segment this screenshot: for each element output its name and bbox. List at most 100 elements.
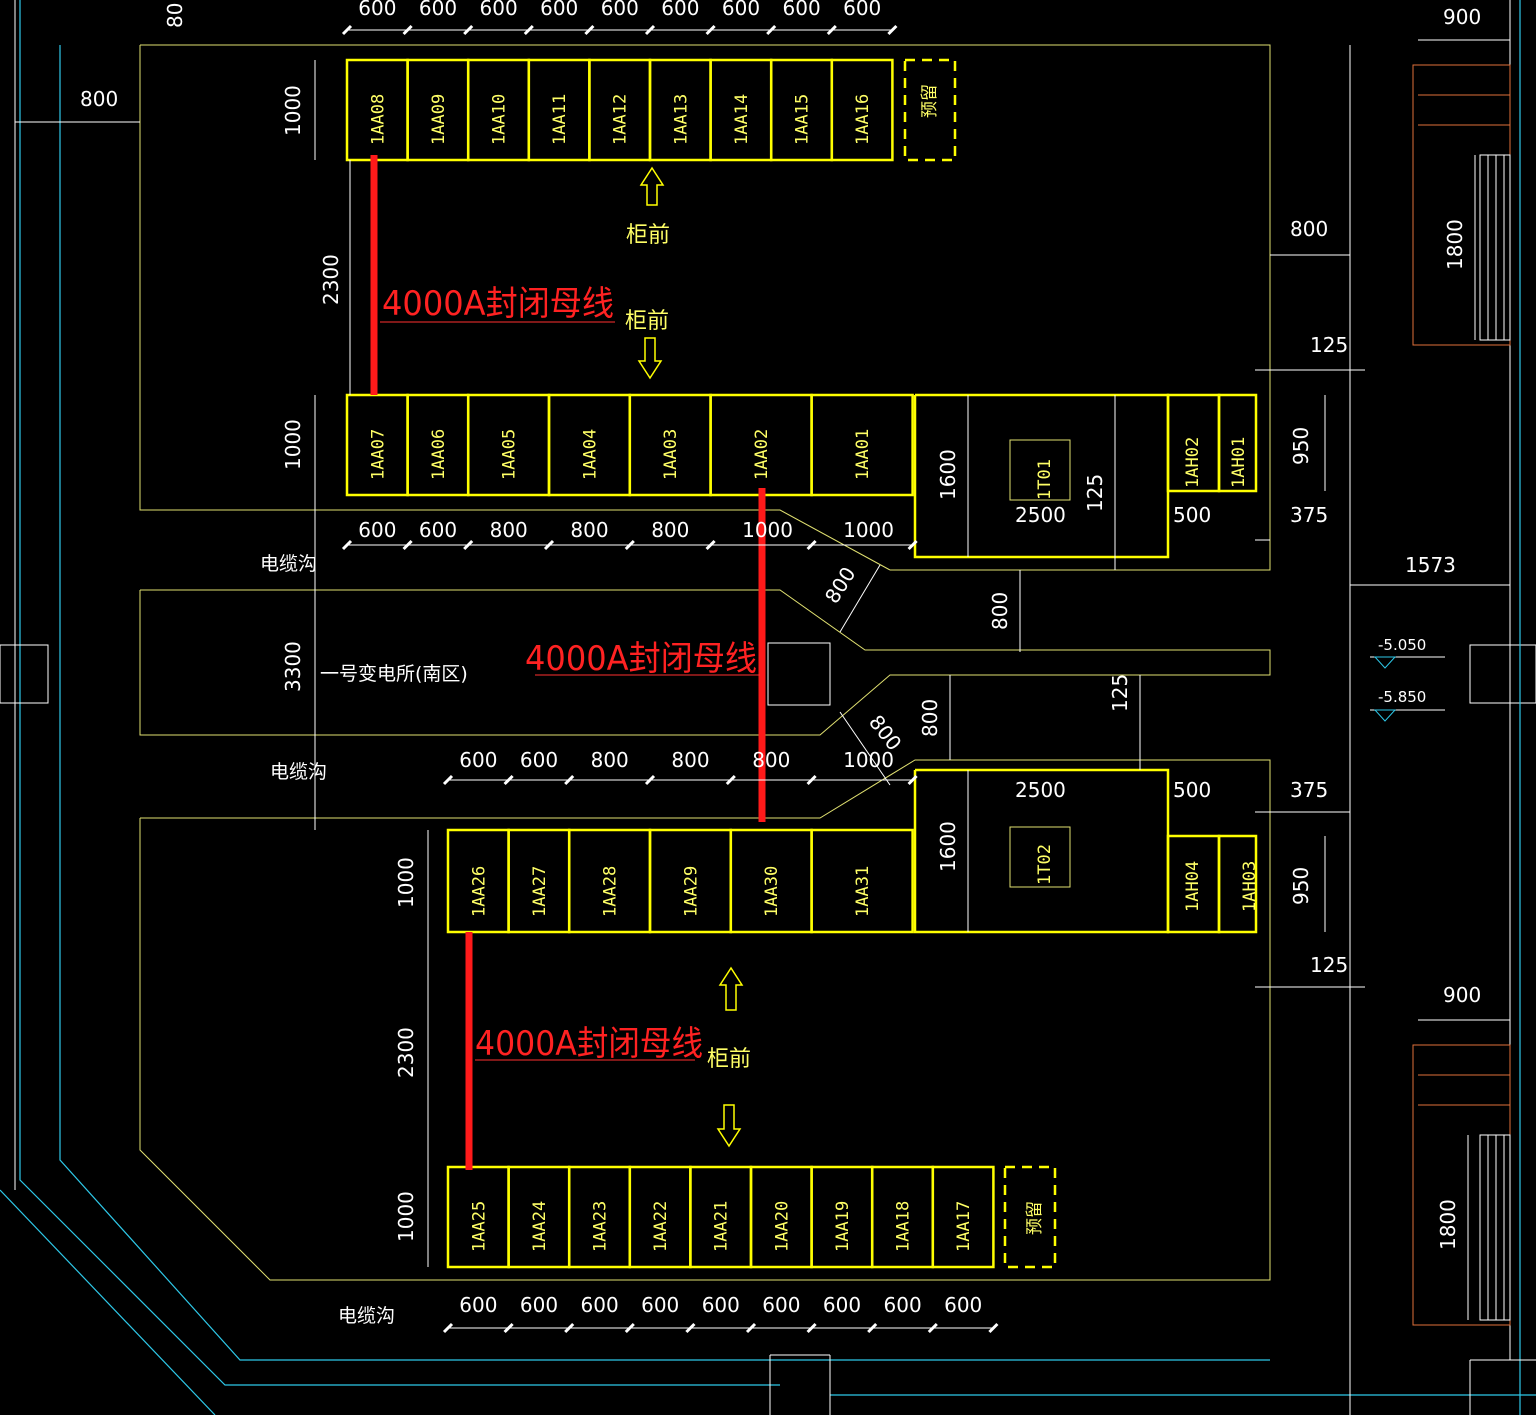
cabinet-label: 1AA24 — [530, 1201, 550, 1252]
dim-width: 600 — [520, 748, 558, 772]
dim-width: 800 — [490, 518, 528, 542]
level-markers: -5.050 -5.850 — [1370, 636, 1445, 722]
dim-tick — [402, 539, 413, 551]
dim-tick — [624, 1322, 635, 1334]
dim-375-a: 375 — [1290, 503, 1328, 527]
cabinet-label: 1AA03 — [661, 429, 681, 480]
ah-cabinets-upper: 1AH02 1AH01 — [1166, 393, 1258, 493]
cabinet-label: 1AA09 — [429, 94, 449, 145]
dim-950-b: 950 — [1289, 867, 1313, 905]
misc-dimensions: 800 80 1000 2300 1000 3300 1000 2300 100… — [15, 3, 1510, 1320]
arrow-down-icon — [716, 1104, 742, 1148]
cabinet-label: 1AA29 — [681, 866, 701, 917]
cabinet-label: 1AA20 — [772, 1201, 792, 1252]
dim-tick — [644, 774, 656, 786]
dim-tick — [806, 539, 817, 551]
dim-tick — [725, 774, 736, 786]
cabinet-label: 1AA17 — [954, 1201, 974, 1252]
dim-width: 600 — [520, 1293, 558, 1317]
cabinet-label: 1AA21 — [712, 1201, 732, 1252]
transformer-label-1t02: 1T02 — [1035, 844, 1055, 885]
dim-width: 600 — [601, 0, 639, 20]
dim-500-a: 500 — [1173, 503, 1211, 527]
dim-tick — [564, 1322, 575, 1334]
dim-tick — [442, 1322, 454, 1334]
dim-width: 600 — [358, 0, 396, 20]
dim-tick — [907, 539, 918, 551]
dim-width: 600 — [358, 518, 396, 542]
dim-width: 600 — [661, 0, 699, 20]
level-2: -5.850 — [1378, 688, 1426, 706]
dim-tick — [887, 24, 898, 36]
cabinet-label: 1AA05 — [500, 429, 520, 480]
dim-tick — [867, 1322, 878, 1334]
dim-tick — [766, 24, 777, 36]
cabinet-label: 1AA08 — [368, 94, 388, 145]
dim-1800-top: 1800 — [1443, 219, 1467, 270]
cabinet-1aa17 — [931, 1165, 995, 1269]
dim-tick — [806, 1322, 817, 1334]
reserved-label-bottom: 预留 — [1025, 1201, 1045, 1235]
cable-trench-label-2: 电缆沟 — [270, 761, 327, 783]
dim-tick — [907, 774, 918, 786]
dim-1573: 1573 — [1405, 553, 1456, 577]
dim-depth-lower: 1000 — [394, 857, 418, 908]
dim-3300: 3300 — [281, 641, 305, 692]
dim-width: 600 — [722, 0, 760, 20]
dim-500-b: 500 — [1173, 778, 1211, 802]
dim-125-c: 125 — [1310, 953, 1348, 977]
dim-width: 600 — [540, 0, 578, 20]
dim-tick — [463, 539, 474, 551]
dim-width: 600 — [480, 0, 518, 20]
dim-width: 800 — [591, 748, 629, 772]
cabinet-label: 1AA26 — [469, 866, 489, 917]
dim-width: 800 — [570, 518, 608, 542]
cabinet-label: 1AA06 — [429, 429, 449, 480]
dim-width: 600 — [419, 0, 457, 20]
ah-label-1ah02: 1AH02 — [1183, 437, 1203, 488]
dim-tick — [988, 1322, 999, 1334]
dim-tick — [584, 24, 595, 36]
cabinet-1aa01 — [810, 393, 914, 497]
dim-800-mid2: 800 — [918, 699, 942, 737]
front-label-2: 柜前 — [625, 309, 669, 334]
cabinet-label: 1AA18 — [894, 1201, 914, 1252]
cabinet-label: 1AA11 — [550, 94, 570, 145]
dim-tick — [826, 24, 837, 36]
dim-width: 600 — [944, 1293, 982, 1317]
busbar-label-2: 4000A封闭母线 — [525, 639, 757, 679]
dim-width: 1000 — [843, 748, 894, 772]
dim-tick — [341, 24, 353, 36]
front-label-1: 柜前 — [626, 223, 670, 248]
cabinet-1aa31 — [810, 828, 914, 934]
cable-trench-label-3: 电缆沟 — [338, 1305, 395, 1327]
dim-2500-b: 2500 — [1015, 778, 1066, 802]
cabinet-label: 1AA07 — [368, 429, 388, 480]
dim-tick — [543, 539, 555, 551]
arrow-up-icon — [639, 166, 665, 206]
dim-900-bottom: 900 — [1443, 983, 1481, 1007]
dim-tick — [503, 774, 514, 786]
cabinet-1aa16 — [830, 58, 894, 162]
cabinet-label: 1AA16 — [853, 94, 873, 145]
dim-width: 600 — [823, 1293, 861, 1317]
dim-width: 600 — [884, 1293, 922, 1317]
dim-left-800: 800 — [80, 87, 118, 111]
cabinet-label: 1AA22 — [651, 1201, 671, 1252]
reserved-box-top — [903, 58, 957, 162]
dim-width: 600 — [762, 1293, 800, 1317]
transformer-label-1t01: 1T01 — [1035, 459, 1055, 500]
dim-tick — [503, 1322, 514, 1334]
dim-tick — [624, 539, 635, 551]
ah-label-1ah01: 1AH01 — [1229, 437, 1249, 488]
dim-width: 600 — [419, 518, 457, 542]
dim-tick — [705, 24, 716, 36]
dim-1600-a: 1600 — [936, 449, 960, 500]
dim-width: 600 — [459, 1293, 497, 1317]
busbar-label-1: 4000A封闭母线 — [382, 284, 614, 324]
dim-tick — [564, 774, 575, 786]
